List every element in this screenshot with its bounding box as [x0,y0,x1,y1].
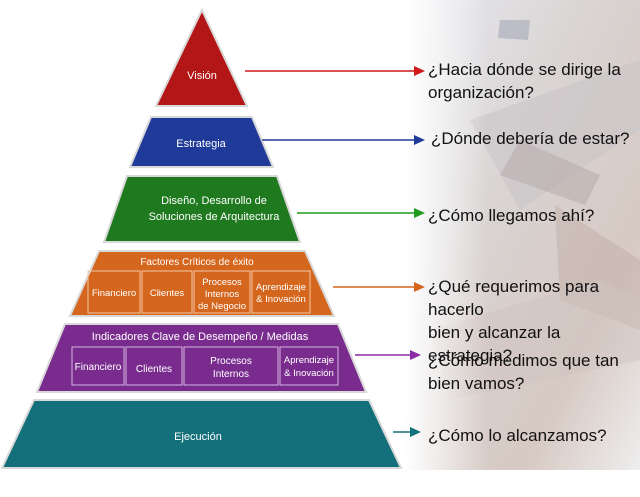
execution-label: Ejecución [174,431,222,443]
level-factors: Factores Críticos de éxito Financiero Cl… [68,250,336,317]
arrow-vision [245,66,425,76]
factors-cell-clientes: Clientes [150,288,185,299]
question-execution: ¿Cómo lo alcanzamos? [428,424,607,447]
question-factors-line1: ¿Qué requerimos para hacerlo [428,277,600,319]
question-strategy: ¿Dónde debería de estar? [431,127,629,150]
indicators-cell-procesos-1: Procesos [210,356,252,367]
level-indicators: Indicadores Clave de Desempeño / Medidas… [35,323,368,393]
arrow-strategy [262,135,425,145]
arrow-factors [333,282,425,292]
factors-cell-procesos-1: Procesos [202,277,242,288]
question-execution-line1: ¿Cómo lo alcanzamos? [428,426,607,445]
question-factors-line2: bien y alcanzar la estrategia? [428,323,561,365]
question-design: ¿Cómo llegamos ahí? [428,204,594,227]
indicators-title: Indicadores Clave de Desempeño / Medidas [92,331,309,343]
factors-title: Factores Críticos de éxito [140,257,254,268]
question-factors: ¿Qué requerimos para hacerlo bien y alca… [428,275,640,367]
level-execution: Ejecución [0,399,403,469]
arrow-execution [393,427,421,437]
question-vision-line2: organización? [428,83,534,102]
arrow-indicators [355,350,421,360]
question-strategy-line1: ¿Dónde debería de estar? [431,129,630,148]
question-vision: ¿Hacia dónde se dirige la organización? [428,58,621,104]
factors-cell-aprendizaje-1: Aprendizaje [256,282,306,293]
level-vision: Visión [154,7,249,107]
design-label-line2: Soluciones de Arquitectura [149,211,281,223]
indicators-cell-procesos-2: Internos [213,369,249,380]
factors-cell-procesos-3: de Negocio [198,301,246,312]
background-photo [405,0,640,470]
factors-cell-financiero: Financiero [92,288,136,299]
question-indicators-line1: ¿Cómo medimos que tan [428,351,619,370]
arrow-design [297,208,425,218]
question-design-line1: ¿Cómo llegamos ahí? [428,206,595,225]
design-label-line1: Diseño, Desarrollo de [161,195,267,207]
indicators-cell-aprendizaje-2: & Inovación [284,368,334,379]
factors-cell-procesos-2: Internos [205,289,240,300]
level-strategy: Estrategia [128,116,275,168]
indicators-cell-financiero: Financiero [75,362,122,373]
level-design: Diseño, Desarrollo de Soluciones de Arqu… [102,175,302,243]
indicators-cell-clientes: Clientes [136,364,172,375]
indicators-cell-aprendizaje-1: Aprendizaje [284,355,334,366]
strategy-label: Estrategia [176,138,226,150]
vision-label: Visión [187,70,217,82]
arrows [245,66,425,437]
factors-cell-aprendizaje-2: & Inovación [256,294,306,305]
question-indicators: ¿Cómo medimos que tan bien vamos? [428,349,619,395]
question-indicators-line2: bien vamos? [428,374,525,393]
question-vision-line1: ¿Hacia dónde se dirige la [428,60,621,79]
